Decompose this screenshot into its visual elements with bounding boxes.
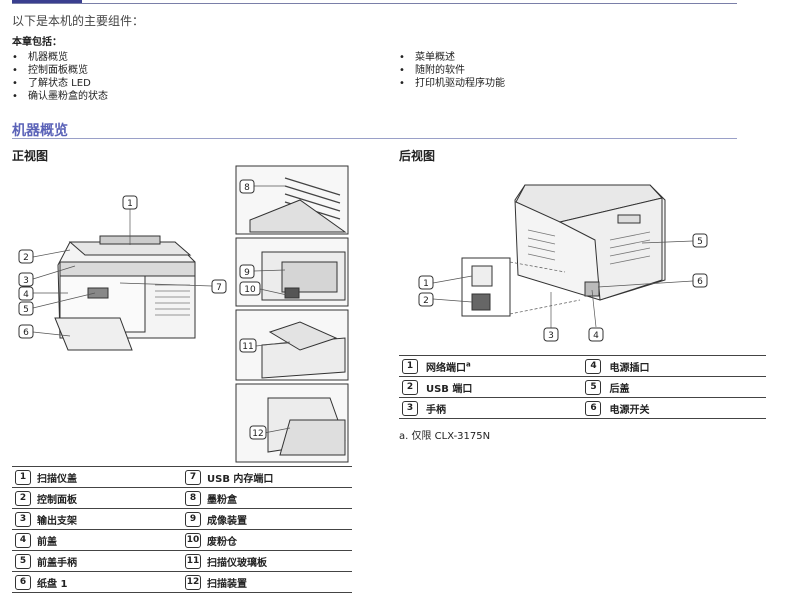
table-row: 6 纸盘 1 12 扫描装置 <box>12 571 352 593</box>
part-number: 11 <box>185 553 201 569</box>
rear-callout-3: 3 <box>548 331 554 341</box>
front-callout-11: 11 <box>242 342 253 352</box>
part-name: 后盖 <box>609 376 766 398</box>
part-name: 网络端口 <box>425 362 466 374</box>
front-callout-1: 1 <box>127 199 133 209</box>
table-row: 4 前盖 10 废粉仓 <box>12 529 352 551</box>
table-row: 1 扫描仪盖 7 USB 内存端口 <box>12 466 352 488</box>
footnote-marker: a <box>465 360 471 369</box>
rear-callout-2: 2 <box>423 296 429 306</box>
contents-list-right: 菜单概述 随附的软件 打印机驱动程序功能 <box>399 51 505 90</box>
part-number: 4 <box>585 358 602 374</box>
part-number: 1 <box>15 469 31 485</box>
part-number: 4 <box>15 532 31 548</box>
part-name: 控制面板 <box>37 487 182 509</box>
front-callout-4: 4 <box>23 290 29 300</box>
part-name: 废粉仓 <box>207 529 352 551</box>
rear-callout-4: 4 <box>593 331 599 341</box>
rear-parts-table: 1 网络端口a 4 电源插口 2 USB 端口 5 后盖 3 手柄 6 电源开关 <box>399 355 766 419</box>
front-callout-2: 2 <box>23 253 29 263</box>
rear-callout-1: 1 <box>423 279 429 289</box>
part-number: 3 <box>15 511 31 527</box>
part-number: 1 <box>402 358 418 374</box>
part-number: 2 <box>402 379 418 395</box>
part-name: 手柄 <box>425 397 583 419</box>
part-number: 5 <box>585 379 602 395</box>
contents-item[interactable]: 确认墨粉盒的状态 <box>12 90 108 103</box>
part-number: 10 <box>185 532 201 548</box>
contents-item[interactable]: 了解状态 LED <box>12 77 108 90</box>
part-number: 8 <box>185 490 201 506</box>
part-name: 前盖手柄 <box>37 550 182 572</box>
front-view-title: 正视图 <box>12 149 49 163</box>
front-callout-8: 8 <box>244 183 250 193</box>
part-number: 9 <box>185 511 201 527</box>
front-callout-5: 5 <box>23 305 29 315</box>
top-divider <box>12 3 737 4</box>
part-number: 6 <box>15 574 31 590</box>
front-callout-9: 9 <box>244 268 250 278</box>
part-name: 纸盘 1 <box>37 571 182 593</box>
part-number: 12 <box>185 574 201 590</box>
contents-label: 本章包括： <box>12 37 62 48</box>
part-name: 扫描装置 <box>207 571 352 593</box>
intro-text: 以下是本机的主要组件： <box>12 14 145 28</box>
front-parts-table: 1 扫描仪盖 7 USB 内存端口 2 控制面板 8 墨粉盒 3 输出支架 9 … <box>12 466 352 593</box>
contents-item[interactable]: 打印机驱动程序功能 <box>399 77 505 90</box>
table-row: 3 输出支架 9 成像装置 <box>12 508 352 530</box>
part-number: 7 <box>185 469 201 485</box>
front-callout-10: 10 <box>244 285 256 295</box>
rear-callout-5: 5 <box>697 237 703 247</box>
rear-view-title: 后视图 <box>399 149 436 163</box>
contents-item[interactable]: 菜单概述 <box>399 51 505 64</box>
contents-item[interactable]: 随附的软件 <box>399 64 505 77</box>
part-name: 成像装置 <box>207 508 352 530</box>
part-name: 墨粉盒 <box>207 487 352 509</box>
front-callout-12: 12 <box>252 429 263 439</box>
section-divider <box>12 138 737 139</box>
contents-item[interactable]: 机器概览 <box>12 51 108 64</box>
part-name: 扫描仪玻璃板 <box>207 550 352 572</box>
table-row: 1 网络端口a 4 电源插口 <box>399 355 766 377</box>
table-row: 5 前盖手柄 11 扫描仪玻璃板 <box>12 550 352 572</box>
table-row: 3 手柄 6 电源开关 <box>399 397 766 419</box>
part-number: 2 <box>15 490 31 506</box>
contents-item[interactable]: 控制面板概览 <box>12 64 108 77</box>
contents-list-left: 机器概览 控制面板概览 了解状态 LED 确认墨粉盒的状态 <box>12 51 108 103</box>
part-name: 电源插口 <box>609 355 766 377</box>
section-title: 机器概览 <box>12 123 68 139</box>
part-number: 6 <box>585 400 602 416</box>
part-name: 电源开关 <box>609 397 766 419</box>
front-callout-3: 3 <box>23 276 29 286</box>
front-callout-7: 7 <box>216 283 222 293</box>
footnote: a. 仅限 CLX-3175N <box>399 431 491 442</box>
front-callout-6: 6 <box>23 328 29 338</box>
top-header-band <box>12 0 82 3</box>
part-name: 扫描仪盖 <box>37 466 182 488</box>
part-name: USB 内存端口 <box>207 466 352 488</box>
part-number: 3 <box>402 400 418 416</box>
table-row: 2 控制面板 8 墨粉盒 <box>12 487 352 509</box>
part-name: 前盖 <box>37 529 182 551</box>
part-name: 输出支架 <box>37 508 182 530</box>
rear-callout-6: 6 <box>697 277 703 287</box>
part-name: USB 端口 <box>425 376 583 398</box>
table-row: 2 USB 端口 5 后盖 <box>399 376 766 398</box>
part-number: 5 <box>15 553 31 569</box>
